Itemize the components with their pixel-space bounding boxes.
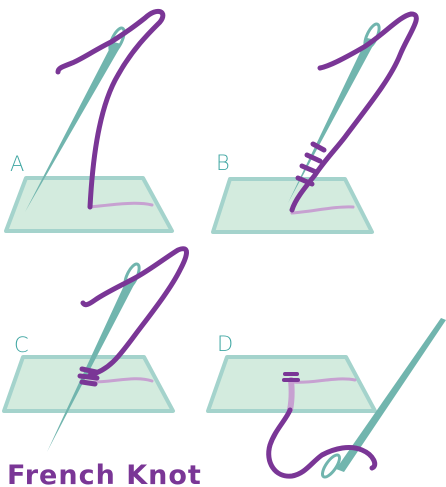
thread-b (292, 14, 416, 210)
step-label-a: A (10, 152, 24, 176)
step-label-b: B (216, 151, 230, 175)
diagram-title: French Knot (7, 460, 202, 487)
thread-knot-c (80, 369, 97, 384)
step-label-c: C (14, 333, 29, 357)
needle-b (288, 22, 382, 203)
step-label-d: D (217, 332, 233, 356)
step-c-panel: C (4, 249, 187, 452)
step-d-panel: D (208, 318, 446, 480)
thread-under-d (290, 380, 292, 410)
step-b-panel: B (213, 14, 416, 232)
step-a-panel: A (6, 11, 172, 231)
